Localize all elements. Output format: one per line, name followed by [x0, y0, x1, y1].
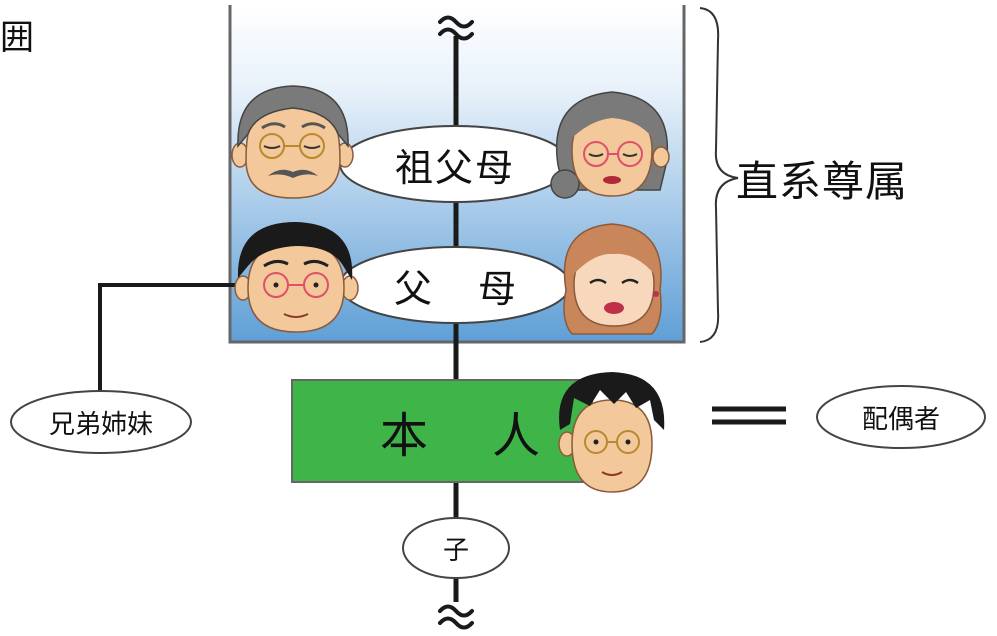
lineal-ascendants-label: 直系尊属	[736, 157, 909, 206]
spouse-oval	[816, 385, 986, 449]
continuation-bottom-icon	[438, 604, 474, 630]
spouse-marriage-line	[712, 406, 786, 425]
mother-face-icon	[563, 223, 662, 335]
continuation-top-icon	[438, 15, 474, 41]
father-face-icon	[234, 222, 359, 333]
grandfather-face-icon	[231, 85, 354, 199]
self-label-part1: 本	[380, 408, 429, 464]
mother-label: 母	[478, 266, 517, 311]
spouse-label: 配偶者	[861, 404, 940, 435]
title-fragment: 囲	[0, 18, 34, 58]
siblings-label: 兄弟姉妹	[48, 409, 153, 440]
father-label: 父	[393, 266, 432, 311]
self-label-part2: 人	[492, 408, 541, 464]
siblings-oval	[10, 390, 192, 454]
grandmother-face-icon	[550, 91, 670, 199]
grandparents-label: 祖父母	[394, 145, 515, 190]
sibling-connector-line	[98, 283, 245, 391]
self-label: 本 人	[292, 380, 592, 482]
child-label: 子	[442, 535, 469, 566]
lineal-ascendants-brace	[699, 7, 739, 343]
self-box	[291, 379, 593, 483]
child-oval	[402, 517, 510, 579]
self-face-icon	[558, 372, 665, 493]
parents-label: 父 母	[340, 247, 570, 323]
